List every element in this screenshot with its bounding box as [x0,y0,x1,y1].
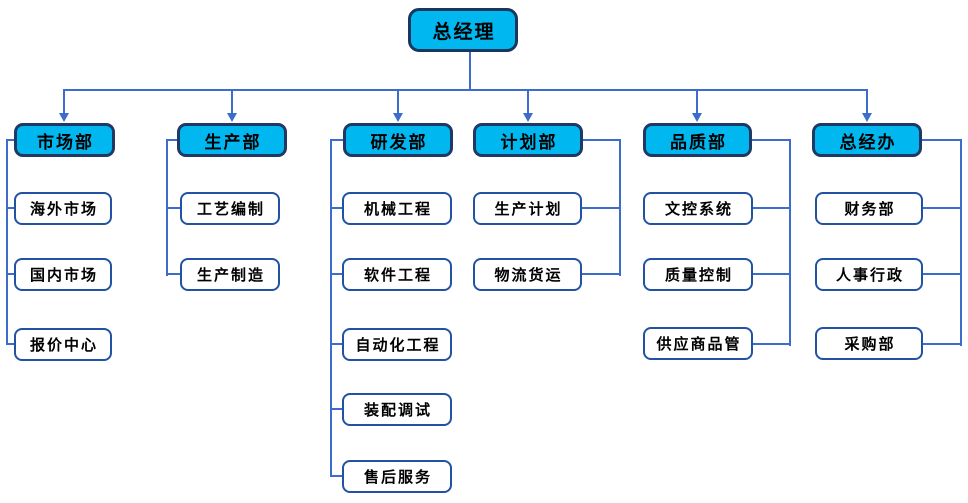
node-marketing-dept: 市场部 [14,123,115,157]
connector-line [582,273,621,275]
connector-line [469,52,471,90]
node-quotation-center: 报价中心 [14,328,112,361]
connector-line [330,139,332,477]
arrow-down-icon [59,113,69,122]
connector-line [6,343,16,345]
node-manufacturing: 生产制造 [180,258,280,291]
node-overseas-market: 海外市场 [14,192,112,225]
connector-line [582,207,621,209]
connector-line [330,475,344,477]
connector-line [64,89,868,91]
node-production-dept: 生产部 [177,123,287,157]
connector-line [753,273,791,275]
node-process-planning: 工艺编制 [180,192,280,225]
connector-line [923,273,962,275]
connector-line [397,89,399,115]
node-supplier-product-management: 供应商品管 [643,327,753,360]
node-general-manager: 总经理 [408,8,518,52]
connector-line [923,343,962,345]
connector-line [330,139,345,141]
connector-line [6,139,16,141]
node-software-engineering: 软件工程 [342,258,452,291]
connector-line [753,207,791,209]
node-hr-admin: 人事行政 [815,258,923,291]
node-domestic-market: 国内市场 [14,258,112,291]
node-document-control-system: 文控系统 [643,192,753,225]
connector-line [166,139,179,141]
arrow-down-icon [227,113,237,122]
connector-line [6,207,16,209]
connector-line [330,343,344,345]
connector-line [330,408,344,410]
connector-line [923,207,962,209]
node-gm-office: 总经办 [812,123,922,157]
arrow-down-icon [393,113,403,122]
node-assembly-debugging: 装配调试 [342,393,452,426]
node-purchasing-dept: 采购部 [815,327,923,360]
connector-line [696,89,698,115]
connector-line [330,273,344,275]
connector-line [752,139,791,141]
connector-line [527,89,529,115]
connector-line [166,273,182,275]
connector-line [583,139,621,141]
connector-line [166,207,182,209]
arrow-down-icon [862,113,872,122]
connector-line [922,139,962,141]
node-production-planning: 生产计划 [473,192,582,225]
connector-line [330,207,344,209]
connector-line [789,139,791,346]
node-after-sales-service: 售后服务 [342,460,452,493]
node-automation-engineering: 自动化工程 [342,328,452,361]
node-mechanical-engineering: 机械工程 [342,192,452,225]
node-finance-dept: 财务部 [815,192,923,225]
arrow-down-icon [523,113,533,122]
connector-line [6,139,8,345]
connector-line [753,343,791,345]
connector-line [231,89,233,115]
connector-line [63,89,65,115]
connector-line [6,273,16,275]
arrow-down-icon [692,113,702,122]
node-logistics-freight: 物流货运 [473,258,582,291]
node-planning-dept: 计划部 [473,123,583,157]
node-quality-control: 质量控制 [643,258,753,291]
node-rd-dept: 研发部 [343,123,453,157]
connector-line [866,89,868,115]
node-quality-dept: 品质部 [643,123,752,157]
connector-line [960,139,962,346]
